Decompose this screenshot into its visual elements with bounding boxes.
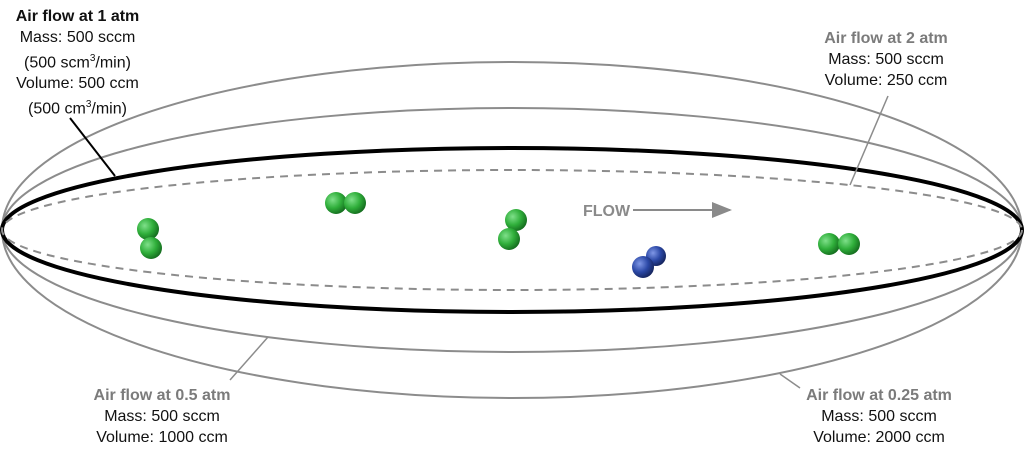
flow-label: FLOW [583,203,631,220]
label-1-atm-title: Air flow at 1 atm [15,8,140,25]
green-molecule-horizontal-top [325,192,366,214]
label-2-atm: Air flow at 2 atm Mass: 500 sccm Volume:… [806,28,966,91]
label-2-atm-title: Air flow at 2 atm [824,30,948,47]
label-1-atm: Air flow at 1 atm Mass: 500 sccm (500 sc… [0,6,155,120]
label-1-atm-volume: Volume: 500 ccm [16,75,139,93]
label-1-atm-mass-unit: (500 scm3/min) [24,53,131,72]
label-1-atm-mass: Mass: 500 sccm [19,29,136,46]
label-025-atm-title: Air flow at 0.25 atm [806,387,952,404]
green-molecule-vertical-left [137,218,162,259]
blue-molecule [632,246,666,278]
leader-line-2-atm [849,95,889,186]
label-05-atm-volume: Volume: 1000 ccm [96,429,228,446]
label-2-atm-volume: Volume: 250 ccm [824,72,948,89]
label-05-atm-mass: Mass: 500 sccm [104,408,220,425]
label-2-atm-mass: Mass: 500 sccm [828,51,944,68]
leader-line-025-atm [779,373,801,389]
leader-line-05-atm [229,336,269,381]
green-molecule-diagonal-center [498,209,527,250]
label-1-atm-volume-unit: (500 cm3/min) [28,99,127,118]
label-025-atm: Air flow at 0.25 atm Mass: 500 sccm Volu… [784,385,974,448]
label-05-atm: Air flow at 0.5 atm Mass: 500 sccm Volum… [72,385,252,448]
label-05-atm-title: Air flow at 0.5 atm [93,387,231,404]
label-025-atm-mass: Mass: 500 sccm [821,408,937,425]
label-025-atm-volume: Volume: 2000 ccm [813,429,945,446]
green-molecule-horizontal-right [818,233,860,255]
leader-line-1-atm [69,117,116,177]
ellipse-2-atm [1,169,1023,291]
